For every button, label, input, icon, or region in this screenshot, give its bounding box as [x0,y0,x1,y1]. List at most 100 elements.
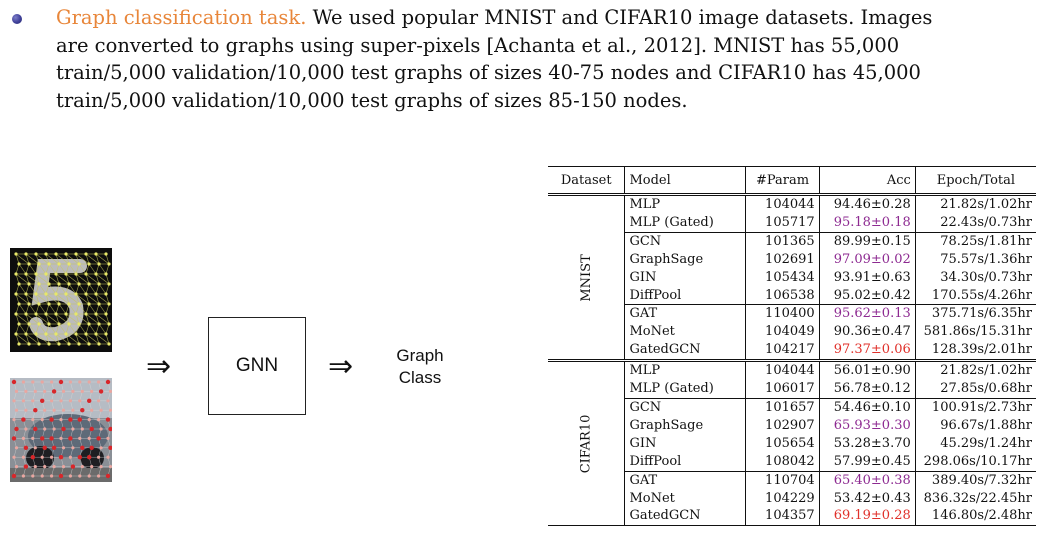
param-cell: 110704 [745,470,820,490]
epoch-cell: 22.43s/0.73hr [940,214,1032,230]
acc-cell: 97.09±0.02 [819,250,916,269]
acc-cell: 89.99±0.15 [819,231,916,251]
epoch-cell: 27.85s/0.68hr [940,381,1032,397]
acc-cell: 56.78±0.12 [819,380,916,399]
graph-class-label: Graph Class [388,345,452,389]
dataset-cell: MNIST [548,194,626,361]
epoch-cell: 298.06s/10.17hr [923,453,1032,469]
header-acc: Acc [819,166,916,195]
param-cell: 101365 [745,231,820,251]
acc-cell: 97.37±0.06 [819,341,916,361]
epoch-cell: 128.39s/2.01hr [931,342,1032,358]
model-cell: GCN [624,231,747,251]
model-cell: GCN [624,397,747,417]
header-param: #Param [745,166,820,195]
epoch-cell: 375.71s/6.35hr [915,304,1036,324]
model-cell: MLP (Gated) [624,213,747,233]
epoch-cell: 389.40s/7.32hr [915,470,1036,490]
param-cell: 101657 [745,397,820,417]
param-cell: 104044 [745,194,820,214]
model-cell: DiffPool [624,452,747,472]
input-arrow: ⇒ [146,349,172,384]
model-cell: MoNet [624,489,747,508]
acc-cell: 65.40±0.38 [819,470,916,490]
acc-cell: 56.01±0.90 [819,360,916,381]
gnn-box: GNN [208,317,306,415]
bullet-icon [12,14,22,24]
epoch-cell: 21.82s/1.02hr [940,363,1032,379]
param-cell: 102691 [745,250,820,269]
epoch-cell: 75.57s/1.36hr [940,251,1032,267]
model-cell: MLP [624,360,747,381]
acc-cell: 95.02±0.42 [819,286,916,305]
table-header-row: Dataset Model #Param Acc Epoch/Total [548,166,1036,195]
graph-class-line-2: Class [398,368,442,387]
param-cell: 108042 [745,452,820,472]
epoch-cell: 34.30s/0.73hr [940,269,1032,285]
header-dataset: Dataset [548,166,626,195]
acc-cell: 53.42±0.43 [819,489,916,508]
model-cell: GAT [624,304,747,324]
intro-highlight: Graph classification task. [56,6,307,29]
intro-line-1-text: We used popular MNIST and CIFAR10 image … [306,6,933,29]
epoch-cell: 100.91s/2.73hr [915,397,1036,417]
header-epoch: Epoch/Total [936,172,1016,188]
intro-bullet: Graph classification task. We used popul… [8,4,1038,114]
mnist-superpixel-image [10,248,112,352]
acc-cell: 93.91±0.63 [819,268,916,287]
epoch-cell: 836.32s/22.45hr [923,490,1032,506]
param-cell: 104044 [745,360,820,381]
acc-cell: 90.36±0.47 [819,323,916,342]
param-cell: 106017 [745,380,820,399]
param-cell: 104229 [745,489,820,508]
gnn-label: GNN [235,355,279,376]
param-cell: 102907 [745,416,820,435]
model-cell: GIN [624,268,747,287]
param-cell: 104217 [745,341,820,361]
param-cell: 106538 [745,286,820,305]
acc-cell: 95.62±0.13 [819,304,916,324]
param-cell: 104049 [745,323,820,342]
model-cell: GIN [624,434,747,453]
model-cell: MLP (Gated) [624,380,747,399]
epoch-cell: 21.82s/1.02hr [940,197,1032,212]
acc-cell: 95.18±0.18 [819,213,916,233]
param-cell: 105434 [745,268,820,287]
epoch-cell: 146.80s/2.48hr [931,508,1032,524]
acc-cell: 53.28±3.70 [819,434,916,453]
model-cell: MoNet [624,323,747,342]
epoch-cell: 45.29s/1.24hr [940,435,1032,451]
acc-cell: 69.19±0.28 [819,507,916,526]
intro-line-3: train/5,000 validation/10,000 test graph… [56,61,921,84]
param-cell: 104357 [745,507,820,526]
acc-cell: 65.93±0.30 [819,416,916,435]
model-cell: GAT [624,470,747,490]
graph-class-line-1: Graph [396,346,444,365]
dataset-label: CIFAR10 [578,414,594,474]
output-arrow: ⇒ [328,349,354,384]
acc-cell: 57.99±0.45 [819,452,916,472]
param-cell: 105717 [745,213,820,233]
model-cell: GraphSage [624,250,747,269]
header-model: Model [624,166,747,195]
dataset-label: MNIST [578,253,594,302]
epoch-cell: 581.86s/15.31hr [923,324,1032,340]
intro-line-4: train/5,000 validation/10,000 test graph… [56,88,688,112]
